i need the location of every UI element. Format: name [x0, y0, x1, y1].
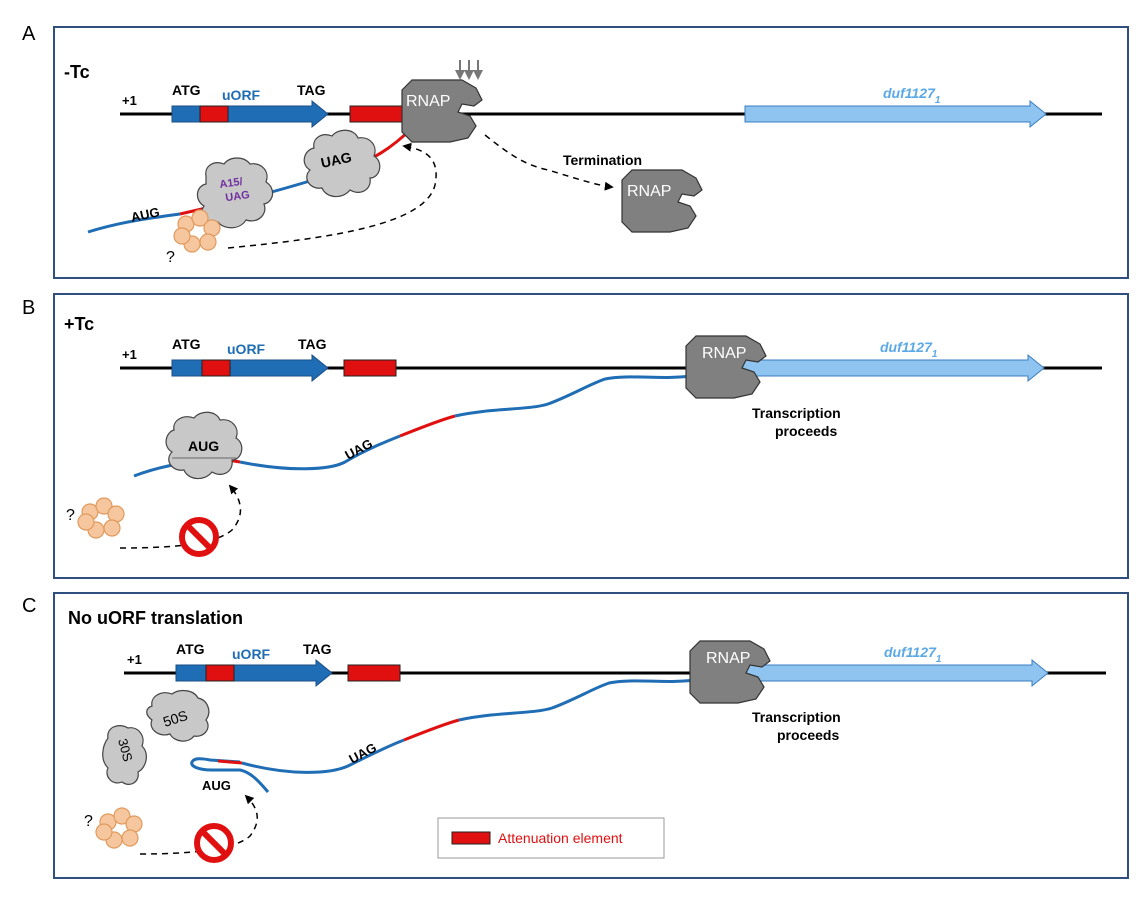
- attenuation-element: [201, 359, 231, 377]
- panel-letter: B: [22, 297, 35, 319]
- atg-label: ATG: [172, 336, 201, 352]
- uorf-arrow: [175, 658, 333, 688]
- unknown-factor: [95, 807, 143, 849]
- panel-frame: [53, 26, 1129, 279]
- ribosome-30s-subunit: [102, 725, 147, 785]
- panel-frame: [53, 293, 1129, 579]
- uorf-arrow: [171, 353, 329, 383]
- blocked-factor-arrow: [139, 794, 258, 855]
- mrna-transcript: [87, 212, 181, 234]
- panel-a: A -Tc +1 ATG uORF TAG duf11271 AUG RNAP …: [22, 23, 1129, 279]
- rnap-label: RNAP: [406, 93, 450, 110]
- released-rnap-label: RNAP: [627, 183, 671, 200]
- tag-label: TAG: [298, 336, 327, 352]
- unknown-factor: [173, 209, 221, 253]
- condition-label: +Tc: [64, 314, 94, 334]
- gene-label: duf11271: [880, 339, 938, 360]
- no-entry-icon: [194, 823, 234, 863]
- ribosome: [303, 129, 381, 198]
- pause-arrows: [455, 60, 483, 80]
- termination-label: Termination: [563, 152, 642, 168]
- plus1-label: +1: [127, 652, 142, 667]
- atg-label: ATG: [176, 641, 205, 657]
- uorf-label: uORF: [227, 341, 266, 357]
- gene-label: duf11271: [883, 85, 941, 106]
- mrna-attenuation-segment: [399, 414, 456, 438]
- mrna-attenuation-segment: [403, 718, 460, 742]
- panel-letter: A: [22, 23, 36, 45]
- rnap-polymerase: [689, 640, 771, 704]
- condition-label: No uORF translation: [68, 608, 243, 628]
- unknown-factor: [77, 497, 125, 539]
- ribosome: [165, 411, 243, 480]
- panel-frame: [53, 592, 1129, 879]
- plus1-label: +1: [122, 93, 137, 108]
- released-rnap: [621, 169, 703, 233]
- 30s-label: 30S: [115, 737, 136, 764]
- gene-arrow: [741, 353, 1045, 383]
- attenuation-element: [205, 664, 235, 682]
- gene-label: duf11271: [884, 644, 942, 665]
- mrna-hairpin: [190, 757, 270, 793]
- aug-label: AUG: [130, 204, 161, 225]
- panel-letter: C: [22, 595, 36, 617]
- atg-label: ATG: [172, 82, 201, 98]
- uag-label: UAG: [346, 740, 379, 767]
- mrna-transcript: [239, 434, 401, 471]
- panel-b: B +Tc +1 ATG uORF TAG duf11271 UAG RNAP …: [22, 293, 1129, 579]
- mrna-attenuation-segment: [217, 759, 243, 765]
- uag-label: UAG: [319, 149, 353, 171]
- attenuation-element: [349, 105, 403, 123]
- tag-label: TAG: [303, 641, 332, 657]
- factor-effect-arrow: [227, 142, 437, 249]
- stall-label: A15/UAG: [219, 175, 251, 205]
- mrna-transcript: [458, 678, 695, 722]
- rnap-label: RNAP: [702, 345, 746, 362]
- uorf-label: uORF: [232, 646, 271, 662]
- attenuation-element: [343, 359, 397, 377]
- uorf-label: uORF: [222, 87, 261, 103]
- rnap-polymerase: [401, 79, 483, 143]
- termination-arrow: [484, 134, 614, 191]
- aug-label: AUG: [188, 438, 219, 454]
- question-mark: ?: [66, 507, 75, 524]
- plus1-label: +1: [122, 347, 137, 362]
- question-mark: ?: [166, 249, 175, 266]
- 50s-label: 50S: [161, 707, 190, 730]
- panel-c: C No uORF translation +1 ATG uORF TAG du…: [22, 592, 1129, 879]
- rnap-polymerase: [685, 335, 767, 399]
- mrna-transcript: [454, 374, 691, 418]
- ribosome-50s-subunit: [146, 689, 210, 742]
- legend-swatch: [451, 831, 491, 845]
- condition-label: -Tc: [64, 62, 90, 82]
- uorf-arrow: [171, 99, 329, 129]
- mrna-transcript: [241, 738, 405, 774]
- aug-label: AUG: [202, 778, 231, 793]
- gene-arrow: [745, 658, 1049, 688]
- tag-label: TAG: [297, 82, 326, 98]
- blocked-factor-arrow: [119, 484, 242, 549]
- attenuation-element: [347, 664, 401, 682]
- question-mark: ?: [84, 813, 93, 830]
- rnap-label: RNAP: [706, 650, 750, 667]
- attenuation-element: [199, 105, 229, 123]
- gene-arrow: [744, 99, 1047, 129]
- no-entry-icon: [179, 517, 219, 557]
- uag-label: UAG: [342, 436, 375, 463]
- legend: Attenuation element: [437, 817, 665, 859]
- legend-label: Attenuation element: [498, 830, 623, 846]
